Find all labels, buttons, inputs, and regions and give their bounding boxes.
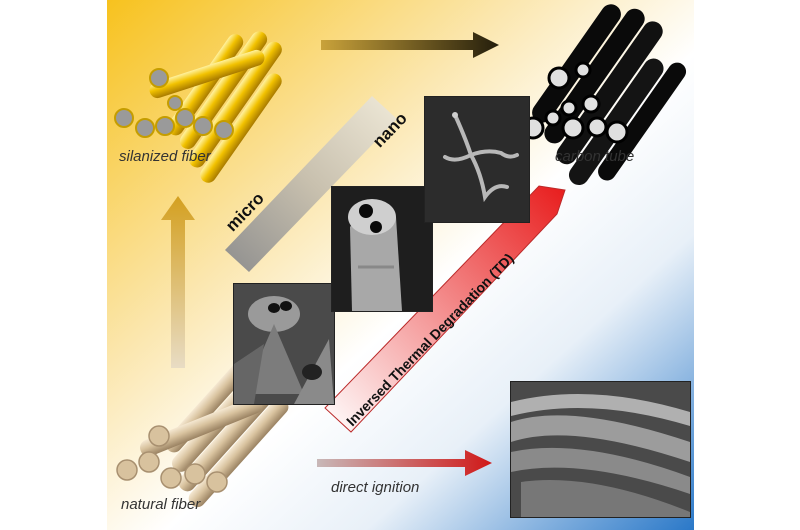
label-natural-fiber: natural fiber [121,496,201,513]
figure-canvas [107,0,694,530]
silanized-fiber-bundle-icon [114,31,282,183]
label-direct-ignition: direct ignition [331,479,420,496]
sem-tube-image [331,186,433,312]
arrow-silanized-to-carbon [321,32,499,58]
sem-micro-image [233,283,335,405]
figure: silanized fiber carbon tube natural fibe… [107,0,694,530]
label-silanized-fiber: silanized fiber [119,148,211,165]
sem-ignition-image [510,381,691,518]
arrow-direct-ignition [317,450,492,476]
td-process-arrow [324,185,566,433]
arrow-natural-to-silanized [161,196,195,368]
micro-nano-band [225,96,397,272]
sem-nano-image [424,96,530,223]
label-carbon-tube: carbon tube [555,148,635,165]
